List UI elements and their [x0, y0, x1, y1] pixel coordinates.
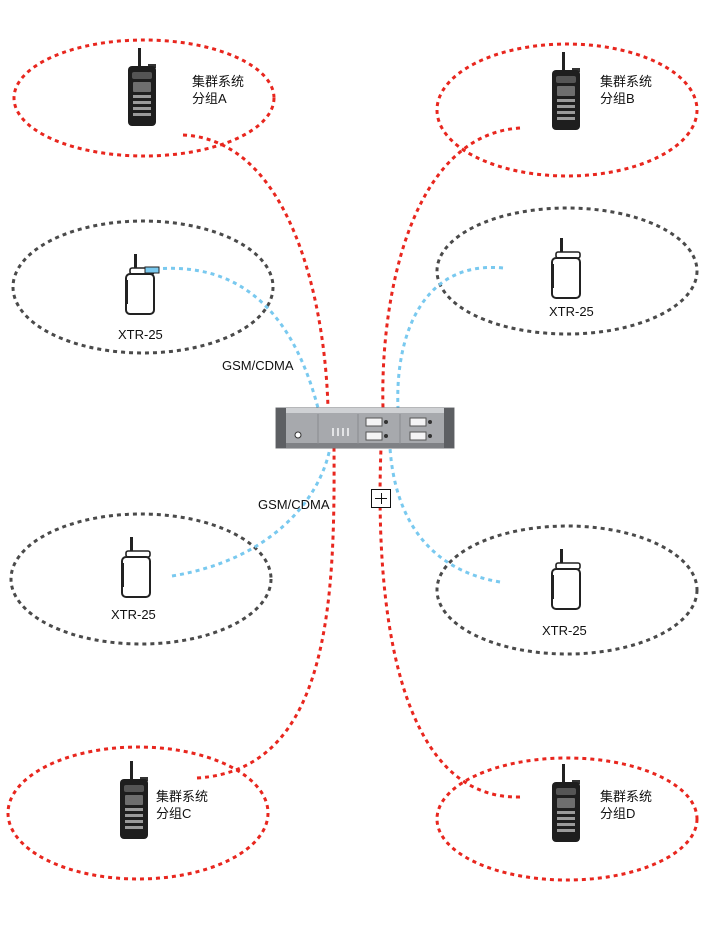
- xtr-tr-icon: [550, 237, 581, 299]
- group-c-label: 集群系统 分组C: [156, 788, 208, 822]
- server-bay: [365, 431, 383, 441]
- link-xtr-bl: [171, 447, 332, 578]
- xtr-bl-icon: [120, 536, 151, 598]
- xtr-tl-label: XTR-25: [118, 327, 163, 342]
- xtr-bl-circle: [9, 512, 273, 646]
- group-c-circle: [6, 745, 270, 881]
- xtr-tl-icon: [124, 253, 155, 315]
- group-b-label: 集群系统 分组B: [600, 73, 652, 107]
- radio-group-d-icon: [552, 764, 580, 842]
- link-label-top: GSM/CDMA: [222, 358, 294, 373]
- group-c-line1: 集群系统: [156, 789, 209, 804]
- server-bay: [365, 417, 383, 427]
- xtr-br-circle: [435, 524, 699, 656]
- group-a-label: 集群系统 分组A: [192, 73, 244, 107]
- group-b-circle: [435, 42, 699, 178]
- link-xtr-br: [388, 447, 501, 584]
- link-label-bottom: GSM/CDMA: [258, 497, 330, 512]
- xtr-tl-circle: [11, 219, 275, 355]
- link-group-c: [196, 447, 336, 780]
- server-power-led: [294, 431, 302, 439]
- xtr-br-label: XTR-25: [542, 623, 587, 638]
- group-a-line2: 分组A: [192, 91, 227, 106]
- group-d-label: 集群系统 分组D: [600, 788, 652, 822]
- link-xtr-tr: [396, 266, 504, 409]
- group-d-line1: 集群系统: [600, 789, 653, 804]
- server-bay: [409, 417, 427, 427]
- link-group-d: [378, 447, 521, 799]
- group-c-line2: 分组C: [156, 806, 192, 821]
- xtr-tr-circle: [435, 206, 699, 336]
- central-server: [275, 407, 455, 449]
- link-xtr-tl: [154, 266, 320, 409]
- xtr-bl-label: XTR-25: [111, 607, 156, 622]
- xtr-tl-connector-icon: [144, 266, 160, 274]
- radio-group-b-icon: [552, 52, 580, 130]
- xtr-tr-label: XTR-25: [549, 304, 594, 319]
- group-a-line1: 集群系统: [192, 74, 245, 89]
- group-d-circle: [435, 756, 699, 882]
- server-bay: [409, 431, 427, 441]
- group-d-line2: 分组D: [600, 806, 636, 821]
- plus-marker-icon[interactable]: [371, 489, 391, 508]
- radio-group-a-icon: [128, 48, 156, 126]
- radio-group-c-icon: [120, 761, 148, 839]
- link-group-a: [182, 133, 330, 409]
- group-b-line1: 集群系统: [600, 74, 653, 89]
- group-b-line2: 分组B: [600, 91, 635, 106]
- xtr-br-icon: [550, 548, 581, 610]
- group-a-circle: [12, 38, 276, 158]
- link-group-b: [381, 126, 521, 409]
